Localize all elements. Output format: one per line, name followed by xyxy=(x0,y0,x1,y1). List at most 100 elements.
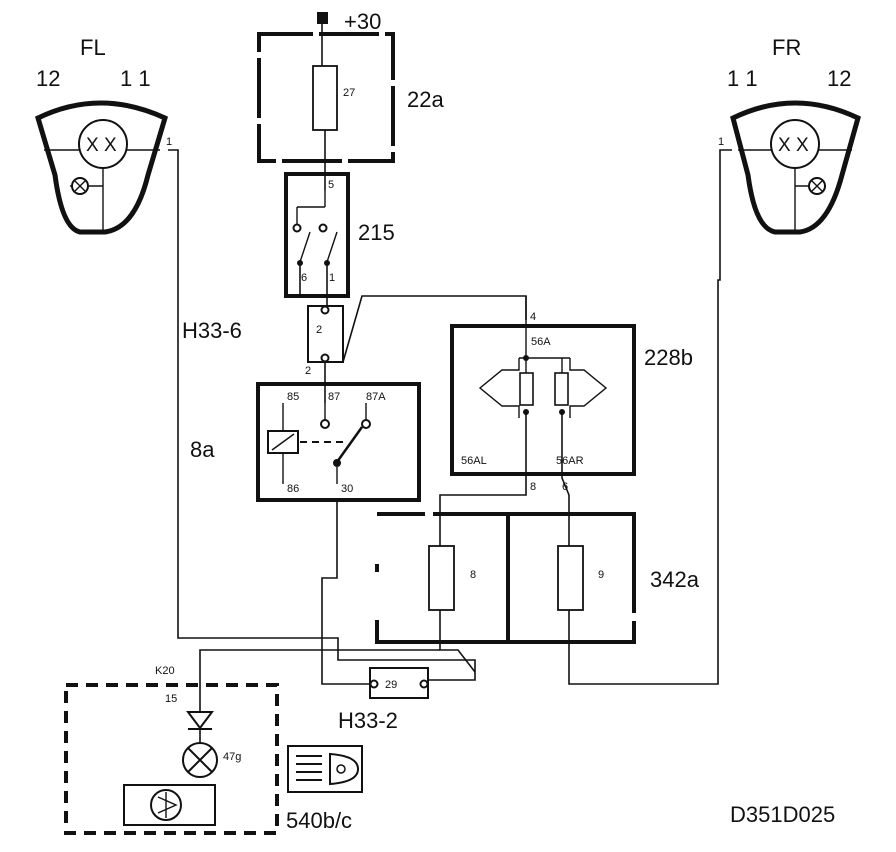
indicator-symbol-beam xyxy=(157,792,178,818)
switch-215-blade-left xyxy=(299,231,311,263)
relay-pin-87a: 87A xyxy=(366,391,386,403)
switch-228b-out-right: 56AR xyxy=(556,455,584,467)
switch-228b-out-left: 56AL xyxy=(461,455,487,467)
relay-contact-87 xyxy=(320,419,330,429)
fuse-box-342a: 8 9 342a xyxy=(375,512,700,644)
switch-228b-label: 228b xyxy=(644,345,693,370)
relay-pin-85: 85 xyxy=(287,391,299,403)
headlamp-fr-title: FR xyxy=(772,35,801,60)
fuse-box-342a-outline xyxy=(375,512,636,644)
wire-56al-to-fuse8 xyxy=(439,412,527,546)
switch-228b-contact-left xyxy=(519,372,534,406)
switch-215-pin-right: 1 xyxy=(329,272,335,284)
headlight-symbol-rays xyxy=(296,755,322,781)
indicator-bulb-label: 47g xyxy=(223,751,241,763)
switch-228b-outline xyxy=(450,324,636,476)
switch-215-bus xyxy=(297,190,326,208)
headlamp-fr-main-bulb xyxy=(770,119,820,169)
fuse-9-label: 9 xyxy=(598,569,604,581)
connector-2-top-pin xyxy=(320,305,330,315)
fuse-8-label: 8 xyxy=(470,569,476,581)
supply-terminal xyxy=(317,12,328,24)
wire-fuse9-to-fr xyxy=(568,149,732,685)
fuse-8 xyxy=(428,545,455,611)
switch-215-pin-top: 5 xyxy=(328,179,334,191)
headlamp-fl-bulb-a: 12 xyxy=(36,66,60,91)
diagram-id: D351D025 xyxy=(730,802,835,827)
relay-coil-mark xyxy=(271,433,295,451)
headlight-symbol-label: 540b/c xyxy=(286,808,352,833)
fuse-27 xyxy=(312,65,338,131)
headlight-symbol-540: 540b/c xyxy=(286,745,363,833)
supply-label: +30 xyxy=(344,9,381,34)
indicator-panel-outline xyxy=(64,683,279,835)
headlamp-fr-aux-cross xyxy=(810,179,824,193)
relay-armature-pivot xyxy=(333,459,341,467)
switch-215: 5 6 1 215 xyxy=(284,172,395,298)
relay-armature xyxy=(335,426,364,463)
headlamp-fr-marks: X X xyxy=(778,135,809,156)
connector-2-label: 2 xyxy=(316,324,322,336)
fuse-box-342a-label: 342a xyxy=(650,567,700,592)
relay-pin-87: 87 xyxy=(328,391,340,403)
wire-56ar-to-fuse9 xyxy=(561,412,570,546)
headlight-symbol-dot xyxy=(336,764,346,774)
wire-fl-h33-6 xyxy=(168,149,476,681)
connector-29-pin-left xyxy=(369,679,379,689)
switch-228b-right-arrow xyxy=(569,358,608,418)
switch-228b-in-label: 56A xyxy=(531,336,551,348)
connector-29-label: 29 xyxy=(385,679,397,691)
connector-29-pin-right xyxy=(419,679,429,689)
switch-215-contact-right xyxy=(318,223,328,233)
indicator-bulb-cross xyxy=(187,747,213,773)
wire-relay30-to-h33-2 xyxy=(321,500,370,685)
connector-2-pin: 2 xyxy=(305,365,311,377)
headlamp-fr-housing xyxy=(730,100,861,235)
relay-8a-label: 8a xyxy=(190,437,215,462)
headlamp-fl-marks: X X xyxy=(86,135,117,156)
indicator-k20-label: K20 xyxy=(155,665,175,677)
fuse-box-22a-outline xyxy=(257,32,395,163)
wiring xyxy=(168,24,732,712)
headlamp-fr: FR 1 1 12 X X 1 xyxy=(718,35,861,235)
headlamp-fr-bulb-a: 12 xyxy=(827,66,851,91)
headlamp-fl-bulb-b: 1 1 xyxy=(120,66,151,91)
switch-228b-pin-left: 8 xyxy=(530,481,536,493)
headlamp-fl-pin: 1 xyxy=(166,136,172,148)
wire-label-h33-6: H33-6 xyxy=(182,318,242,343)
indicator-pin-15: 15 xyxy=(165,693,177,705)
switch-228b-pin-in: 4 xyxy=(530,311,536,323)
connector-2: 2 2 xyxy=(305,305,344,377)
headlight-symbol-lamp xyxy=(329,752,360,786)
switch-228b-left-arrow xyxy=(478,358,520,418)
switch-215-label: 215 xyxy=(358,220,395,245)
switch-215-blade-right xyxy=(326,231,338,263)
headlamp-fl-aux-cross xyxy=(73,179,87,193)
relay-8a-outline xyxy=(256,382,421,502)
indicator-diode xyxy=(186,711,214,730)
switch-215-pin-left: 6 xyxy=(301,272,307,284)
wire-to-indicator xyxy=(199,649,440,712)
switch-215-outline xyxy=(284,172,350,298)
wire-fuse8-out xyxy=(439,610,476,673)
connector-2-bottom-pin xyxy=(320,353,330,363)
switch-215-contact-left xyxy=(292,223,302,233)
indicator-panel: K20 15 47g xyxy=(64,665,279,835)
fuse-27-label: 27 xyxy=(343,87,355,99)
switch-228b-contact-right xyxy=(554,372,569,406)
relay-contact-87a xyxy=(361,419,371,429)
headlamp-fl-housing xyxy=(34,100,169,235)
headlamp-fr-bulb-b: 1 1 xyxy=(727,66,758,91)
connector-29 xyxy=(369,667,429,699)
headlamp-fl-main-bulb xyxy=(78,119,128,169)
headlamp-fl: FL 12 1 1 X X 1 xyxy=(34,35,172,235)
dimmer-switch-228b: 4 56A 56AL 56AR 228b 8 6 xyxy=(450,296,693,493)
fuse-box-22a-label: 22a xyxy=(407,87,444,112)
headlamp-fl-title: FL xyxy=(80,35,106,60)
relay-pin-30: 30 xyxy=(341,483,353,495)
headlamp-fr-pin: 1 xyxy=(718,136,724,148)
relay-8a: 85 87 87A 86 30 8a xyxy=(190,382,421,502)
fuse-box-22a: 27 22a xyxy=(257,32,444,163)
wire-label-h33-2: H33-2 xyxy=(338,708,398,733)
